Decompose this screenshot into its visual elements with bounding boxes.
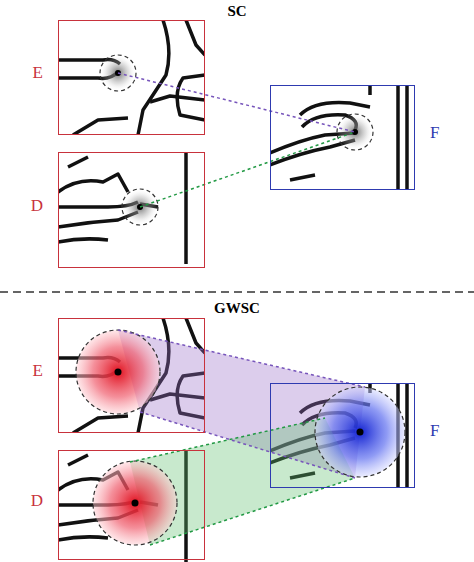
image-patch: D: [58, 450, 205, 560]
patch-label: D: [29, 196, 45, 215]
image-patch: D: [58, 152, 205, 268]
patch-label: F: [428, 123, 441, 142]
correspondence-line: [140, 132, 355, 207]
patch-label: F: [428, 421, 441, 440]
correspondence-line: [118, 73, 355, 132]
image-patch: E: [58, 20, 205, 135]
image-patch: F: [270, 85, 415, 190]
image-patch: F: [270, 383, 415, 488]
patch-label: E: [31, 361, 45, 380]
patch-label: D: [29, 491, 45, 510]
patch-label: E: [31, 63, 45, 82]
correspondence-line: [130, 418, 325, 462]
section-heading: GWSC: [211, 300, 263, 317]
section-heading: SC: [224, 3, 249, 20]
correspondence-line: [118, 330, 365, 387]
separator: [0, 291, 474, 293]
image-patch: E: [58, 318, 205, 433]
